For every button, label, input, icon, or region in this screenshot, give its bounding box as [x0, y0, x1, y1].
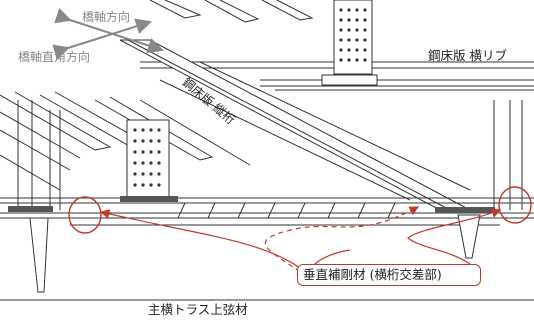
cross-beam [0, 196, 534, 226]
callout-box [297, 264, 481, 286]
truss-members [0, 214, 534, 301]
bridge-axis-arrow [54, 8, 164, 54]
direction-arrows [52, 8, 164, 60]
lower-gusset-plate [126, 119, 170, 199]
right-stiffener-circle [498, 186, 532, 224]
longitudinal-girder [119, 39, 471, 211]
perpendicular-arrow [52, 18, 152, 60]
vertical-stiffeners [17, 100, 523, 210]
perpendicular-direction-label: 橋軸直角方向 [18, 50, 91, 64]
leader-lines [99, 206, 502, 287]
main-truss-chord-label: 主横トラス上弦材 [148, 302, 248, 317]
bridge-axis-direction-label: 橋軸方向 [82, 10, 131, 24]
vertical-stiffener-label: 垂直補剛材 (横桁交差部) [303, 267, 442, 282]
deck-cross-rib-label: 鋼床版 横リブ [428, 48, 507, 63]
upper-gusset-plate [333, 0, 373, 75]
left-stiffener-circle [68, 196, 102, 234]
